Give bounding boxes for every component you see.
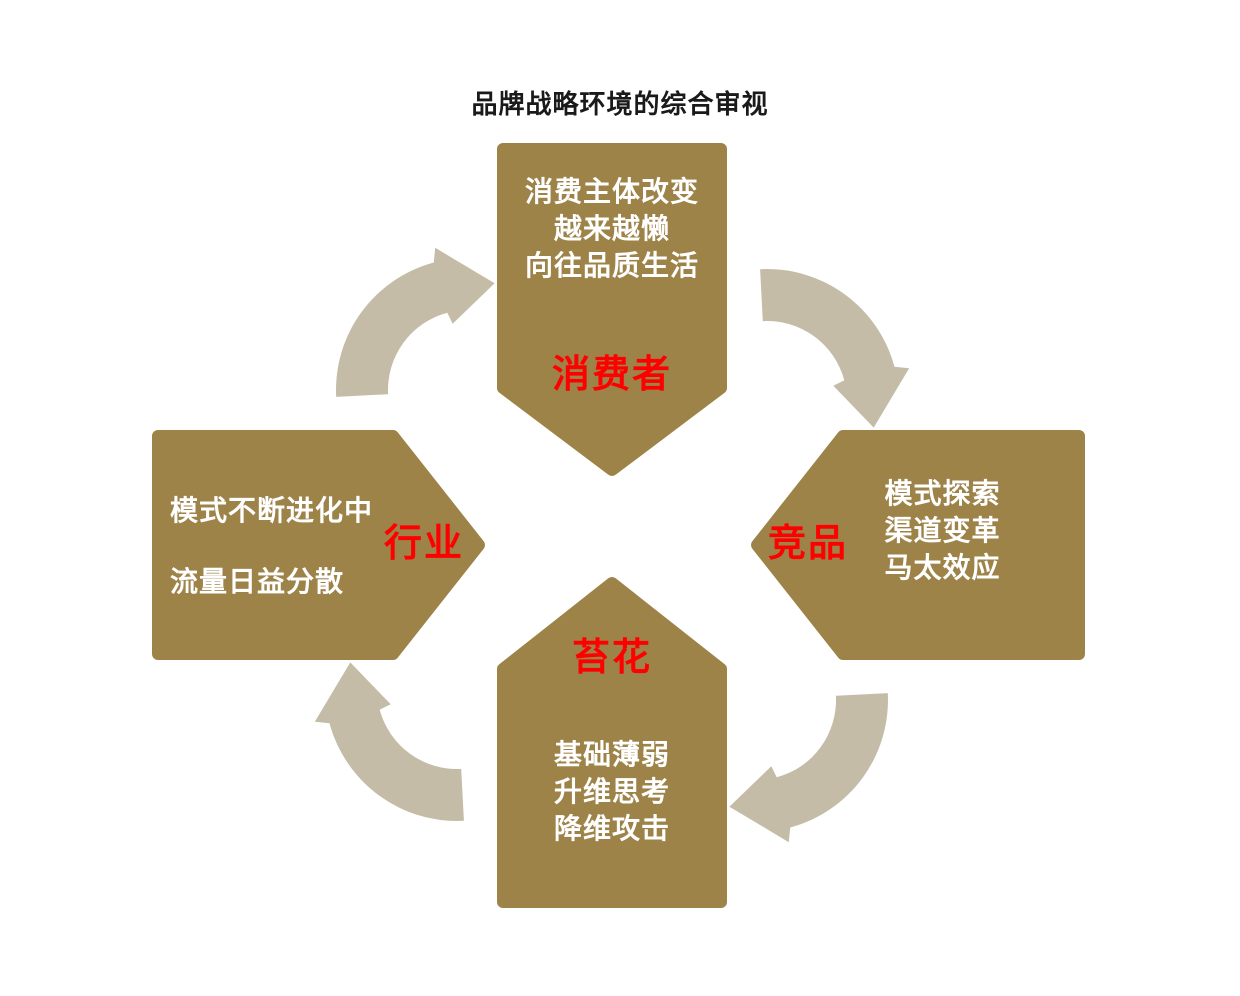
block-right-shape: [751, 430, 1085, 660]
block-bottom-line-1: 基础薄弱: [553, 739, 670, 770]
block-top-text: 消费主体改变 越来越懒 向往品质生活: [497, 173, 727, 284]
block-right-text: 模式探索 渠道变革 马太效应: [830, 475, 1055, 586]
block-top-shape: [497, 143, 727, 476]
block-left-line-1: 模式不断进化中: [170, 495, 374, 526]
block-bottom-line-3: 降维攻击: [553, 813, 670, 844]
block-top-line-1: 消费主体改变: [524, 176, 699, 207]
block-top-label: 消费者: [551, 354, 672, 396]
block-right-line-3: 马太效应: [884, 552, 1001, 583]
block-left-line-2: 流量日益分散: [170, 566, 345, 597]
block-bottom-text: 基础薄弱 升维思考 降维攻击: [497, 736, 727, 847]
block-right-label: 竞品: [767, 523, 848, 565]
block-left-shape: [152, 430, 485, 660]
cycle-arrow-left-to-top-icon: [336, 247, 495, 397]
block-right-line-1: 模式探索: [884, 478, 1001, 509]
cycle-arrow-right-to-bottom-icon: [729, 693, 888, 843]
block-top-line-2: 越来越懒: [553, 213, 670, 244]
block-left-label: 行业: [383, 523, 464, 565]
block-top-line-3: 向往品质生活: [524, 250, 699, 281]
cycle-arrow-bottom-to-left-icon: [314, 662, 464, 821]
block-right-line-2: 渠道变革: [884, 515, 1001, 546]
block-bottom-shape: [497, 577, 727, 908]
block-bottom-label: 苔花: [571, 637, 652, 679]
cycle-arrow-top-to-right-icon: [760, 269, 910, 428]
block-bottom-line-2: 升维思考: [553, 776, 670, 807]
diagram-title: 品牌战略环境的综合审视: [471, 89, 769, 119]
